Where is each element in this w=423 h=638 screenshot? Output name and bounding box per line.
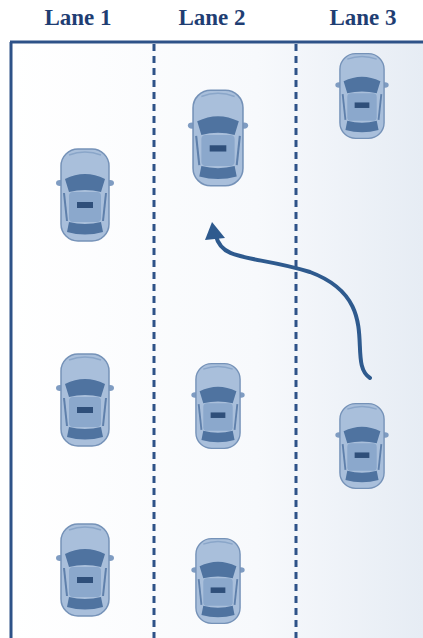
car	[56, 524, 114, 616]
lane-change-arrow	[216, 236, 370, 378]
car	[191, 364, 244, 449]
lane-divider	[295, 44, 298, 638]
lane-label: Lane 1	[44, 6, 111, 29]
car	[56, 354, 114, 446]
lane-divider	[153, 44, 156, 638]
lane-label: Lane 2	[178, 6, 245, 29]
car	[335, 404, 388, 489]
car	[56, 149, 114, 241]
car	[191, 539, 244, 624]
car	[335, 54, 388, 139]
road-surface	[10, 42, 423, 638]
road-edge	[10, 41, 423, 44]
lane-label: Lane 3	[329, 6, 396, 29]
arrow-head	[205, 222, 225, 240]
road-edge	[10, 42, 13, 638]
car	[188, 90, 248, 186]
